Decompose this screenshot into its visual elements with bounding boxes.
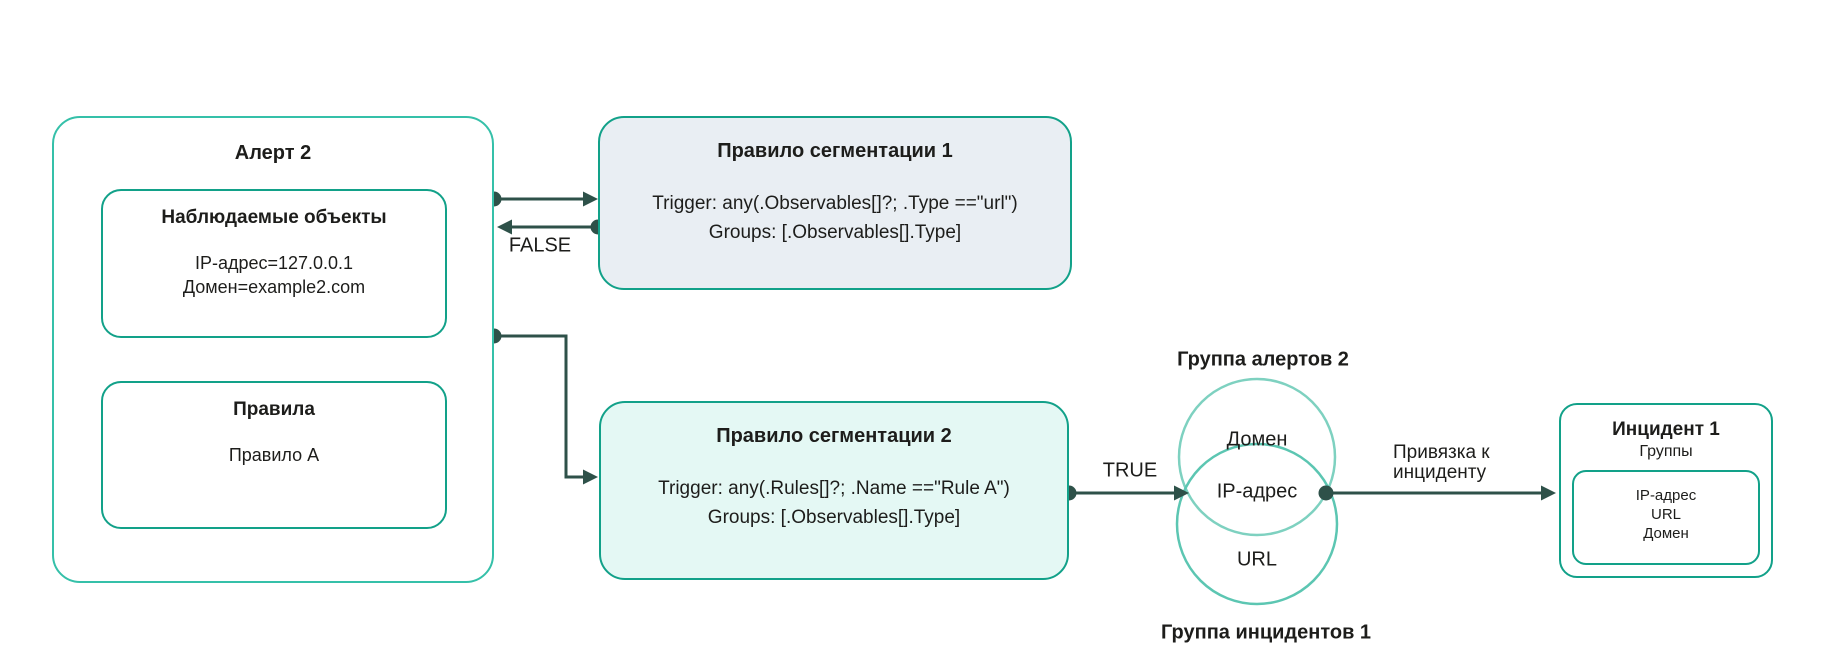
venn-ip-label: IP-адрес — [1216, 480, 1298, 503]
arrow-rule2-true-head — [1174, 485, 1189, 501]
link-to-incident-label: Привязка к инциденту — [1393, 442, 1490, 483]
rules-box: Правила Правило А — [101, 381, 447, 529]
segmentation-rule1-title: Правило сегментации 1 — [717, 140, 953, 162]
incident-group-domain: Домен — [1643, 525, 1689, 542]
observable-domain: Домен=example2.com — [182, 277, 366, 297]
arrow-alert-to-rule1-head — [583, 191, 598, 207]
incident-group-label: Группа инцидентов 1 — [1160, 621, 1372, 644]
alert2-title: Алерт 2 — [234, 142, 312, 164]
rules-title: Правила — [233, 399, 315, 420]
venn-url-label: URL — [1236, 548, 1278, 571]
segmentation-rule2-title: Правило сегментации 2 — [716, 425, 952, 447]
observables-title: Наблюдаемые объекты — [161, 207, 387, 228]
rule-a-item: Правило А — [228, 445, 320, 465]
segmentation-rule1-box: Правило сегментации 1 Trigger: any(.Obse… — [598, 116, 1072, 290]
venn-domain-label: Домен — [1226, 428, 1288, 451]
observable-ip: IP-адрес=127.0.0.1 — [194, 253, 354, 273]
segmentation-rule2-trigger: Trigger: any(.Rules[]?; .Name =="Rule A"… — [658, 478, 1010, 499]
venn-incident-group-circle — [1175, 442, 1339, 606]
venn-alert-group-circle — [1177, 377, 1337, 537]
arrow-alert-to-rule2 — [494, 334, 590, 479]
incident-groups-box: IP-адрес URL Домен — [1572, 470, 1760, 565]
arrow-rule1-false-head — [497, 219, 512, 235]
arrow-venn-to-incident-head — [1541, 485, 1556, 501]
segmentation-rule1-trigger: Trigger: any(.Observables[]?; .Type =="u… — [652, 193, 1018, 214]
false-label: FALSE — [508, 234, 572, 257]
arrow-venn-to-incident-origin-dot — [1318, 485, 1334, 501]
segmentation-rule2-box: Правило сегментации 2 Trigger: any(.Rule… — [599, 401, 1069, 580]
incident-group-ip: IP-адрес — [1635, 487, 1697, 504]
observables-box: Наблюдаемые объекты IP-адрес=127.0.0.1 Д… — [101, 189, 447, 338]
incident1-subtitle: Группы — [1639, 443, 1693, 460]
arrow-alert-to-rule2-head — [583, 469, 598, 485]
true-label: TRUE — [1102, 459, 1158, 482]
alert2-box: Алерт 2 Наблюдаемые объекты IP-адрес=127… — [52, 116, 494, 583]
incident1-box: Инцидент 1 Группы IP-адрес URL Домен — [1559, 403, 1773, 578]
incident1-title: Инцидент 1 — [1612, 419, 1720, 440]
incident-group-url: URL — [1650, 506, 1681, 523]
alert-group-label: Группа алертов 2 — [1177, 348, 1349, 371]
segmentation-rule2-groups: Groups: [.Observables[].Type] — [707, 507, 961, 528]
segmentation-rule1-groups: Groups: [.Observables[].Type] — [708, 222, 962, 243]
